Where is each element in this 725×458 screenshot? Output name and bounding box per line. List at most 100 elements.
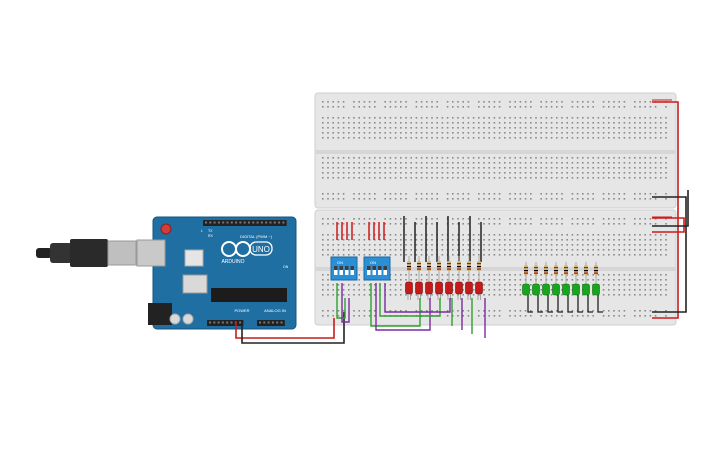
breadboard-top-hole[interactable] xyxy=(602,137,605,139)
breadboard-top-hole[interactable] xyxy=(322,172,324,174)
breadboard-bottom-hole[interactable] xyxy=(363,249,366,251)
breadboard-bottom-hole[interactable] xyxy=(420,244,423,246)
breadboard-bottom-hole[interactable] xyxy=(540,274,542,276)
breadboard-top-hole[interactable] xyxy=(363,117,366,119)
breadboard-top-hole[interactable] xyxy=(602,117,605,119)
breadboard-top-hole[interactable] xyxy=(400,198,402,200)
breadboard-top-hole[interactable] xyxy=(374,167,376,169)
breadboard-top-hole[interactable] xyxy=(394,167,397,169)
breadboard-bottom-hole[interactable] xyxy=(628,279,631,281)
breadboard-bottom-hole[interactable] xyxy=(654,223,657,225)
breadboard-top-hole[interactable] xyxy=(530,172,532,174)
breadboard-bottom-hole[interactable] xyxy=(582,274,584,276)
breadboard-bottom-hole[interactable] xyxy=(472,284,475,286)
digital-header-pin[interactable] xyxy=(273,221,276,224)
red-led[interactable] xyxy=(465,281,473,295)
breadboard-top-hole[interactable] xyxy=(405,167,407,169)
breadboard-top-hole[interactable] xyxy=(514,106,516,108)
breadboard-bottom-hole[interactable] xyxy=(327,218,329,220)
breadboard-top-hole[interactable] xyxy=(452,162,454,164)
breadboard-bottom-hole[interactable] xyxy=(332,249,334,251)
breadboard-top-hole[interactable] xyxy=(342,122,345,124)
breadboard-top-hole[interactable] xyxy=(400,167,402,169)
breadboard-bottom-hole[interactable] xyxy=(374,234,376,236)
breadboard-top-hole[interactable] xyxy=(332,167,334,169)
breadboard-top-hole[interactable] xyxy=(509,137,511,139)
breadboard-bottom-hole[interactable] xyxy=(576,218,579,220)
breadboard-bottom-hole[interactable] xyxy=(550,310,553,312)
breadboard-bottom-hole[interactable] xyxy=(519,218,522,220)
arduino-power-wires[interactable] xyxy=(235,312,345,344)
breadboard-top-hole[interactable] xyxy=(436,137,438,139)
breadboard-bottom-hole[interactable] xyxy=(441,234,444,236)
breadboard-top-hole[interactable] xyxy=(660,117,662,119)
breadboard-top-hole[interactable] xyxy=(571,122,574,124)
breadboard-top-hole[interactable] xyxy=(504,157,506,159)
breadboard-bottom-hole[interactable] xyxy=(623,294,626,296)
breadboard-bottom-hole[interactable] xyxy=(608,315,610,317)
breadboard-bottom-hole[interactable] xyxy=(514,274,516,276)
signal-wire[interactable] xyxy=(341,283,350,323)
breadboard-bottom-hole[interactable] xyxy=(602,315,605,317)
breadboard-top-hole[interactable] xyxy=(561,106,563,108)
breadboard-top-hole[interactable] xyxy=(582,132,584,134)
breadboard-top-hole[interactable] xyxy=(337,193,340,195)
breadboard-top-hole[interactable] xyxy=(504,122,506,124)
breadboard-top-hole[interactable] xyxy=(550,122,553,124)
breadboard-bottom-hole[interactable] xyxy=(457,223,459,225)
breadboard-bottom-hole[interactable] xyxy=(509,249,511,251)
breadboard-bottom-hole[interactable] xyxy=(514,289,516,291)
breadboard-bottom-hole[interactable] xyxy=(582,223,584,225)
breadboard-bottom-hole[interactable] xyxy=(441,239,444,241)
breadboard-top-hole[interactable] xyxy=(519,198,522,200)
breadboard-bottom-hole[interactable] xyxy=(353,315,355,317)
breadboard-bottom-hole[interactable] xyxy=(426,223,428,225)
breadboard-bottom-hole[interactable] xyxy=(587,218,589,220)
breadboard-bottom-hole[interactable] xyxy=(420,249,423,251)
breadboard-top-hole[interactable] xyxy=(358,117,360,119)
breadboard-bottom-hole[interactable] xyxy=(493,254,496,256)
analog-header-pin[interactable] xyxy=(276,321,279,324)
breadboard-top-hole[interactable] xyxy=(405,198,407,200)
breadboard-bottom-hole[interactable] xyxy=(602,284,605,286)
breadboard-top-hole[interactable] xyxy=(493,198,496,200)
breadboard-top-hole[interactable] xyxy=(524,157,527,159)
breadboard-top-hole[interactable] xyxy=(654,127,657,129)
breadboard-bottom-hole[interactable] xyxy=(368,289,371,291)
breadboard-top-hole[interactable] xyxy=(374,177,376,179)
breadboard-bottom-hole[interactable] xyxy=(665,239,667,241)
breadboard-top-hole[interactable] xyxy=(332,117,334,119)
breadboard-bottom-hole[interactable] xyxy=(363,254,366,256)
breadboard-bottom-hole[interactable] xyxy=(545,239,548,241)
breadboard-top-hole[interactable] xyxy=(405,137,407,139)
breadboard-bottom-hole[interactable] xyxy=(524,310,527,312)
breadboard-bottom-hole[interactable] xyxy=(644,294,646,296)
breadboard-top-hole[interactable] xyxy=(519,117,522,119)
breadboard-bottom-hole[interactable] xyxy=(504,279,506,281)
breadboard-bottom-hole[interactable] xyxy=(394,244,397,246)
breadboard-bottom-hole[interactable] xyxy=(649,223,652,225)
breadboard-top-hole[interactable] xyxy=(400,132,402,134)
breadboard-bottom-hole[interactable] xyxy=(483,310,485,312)
breadboard-top-hole[interactable] xyxy=(368,172,371,174)
breadboard-bottom-hole[interactable] xyxy=(540,284,542,286)
breadboard-top-hole[interactable] xyxy=(665,198,667,200)
breadboard-bottom-hole[interactable] xyxy=(394,239,397,241)
breadboard-top-hole[interactable] xyxy=(634,106,636,108)
breadboard-bottom-hole[interactable] xyxy=(561,315,563,317)
breadboard-bottom-hole[interactable] xyxy=(467,244,470,246)
breadboard-bottom-hole[interactable] xyxy=(478,234,480,236)
breadboard-top-hole[interactable] xyxy=(337,127,340,129)
breadboard-bottom-hole[interactable] xyxy=(400,223,402,225)
breadboard-top-hole[interactable] xyxy=(426,132,428,134)
breadboard-top-hole[interactable] xyxy=(322,106,324,108)
breadboard-top-hole[interactable] xyxy=(348,177,350,179)
breadboard-bottom-hole[interactable] xyxy=(561,223,563,225)
breadboard-bottom-hole[interactable] xyxy=(665,274,667,276)
breadboard-bottom-hole[interactable] xyxy=(415,223,418,225)
breadboard-bottom-hole[interactable] xyxy=(634,254,636,256)
breadboard-bottom-hole[interactable] xyxy=(649,234,652,236)
breadboard-top-hole[interactable] xyxy=(327,193,329,195)
breadboard-top-hole[interactable] xyxy=(618,137,620,139)
breadboard-top-hole[interactable] xyxy=(478,157,480,159)
